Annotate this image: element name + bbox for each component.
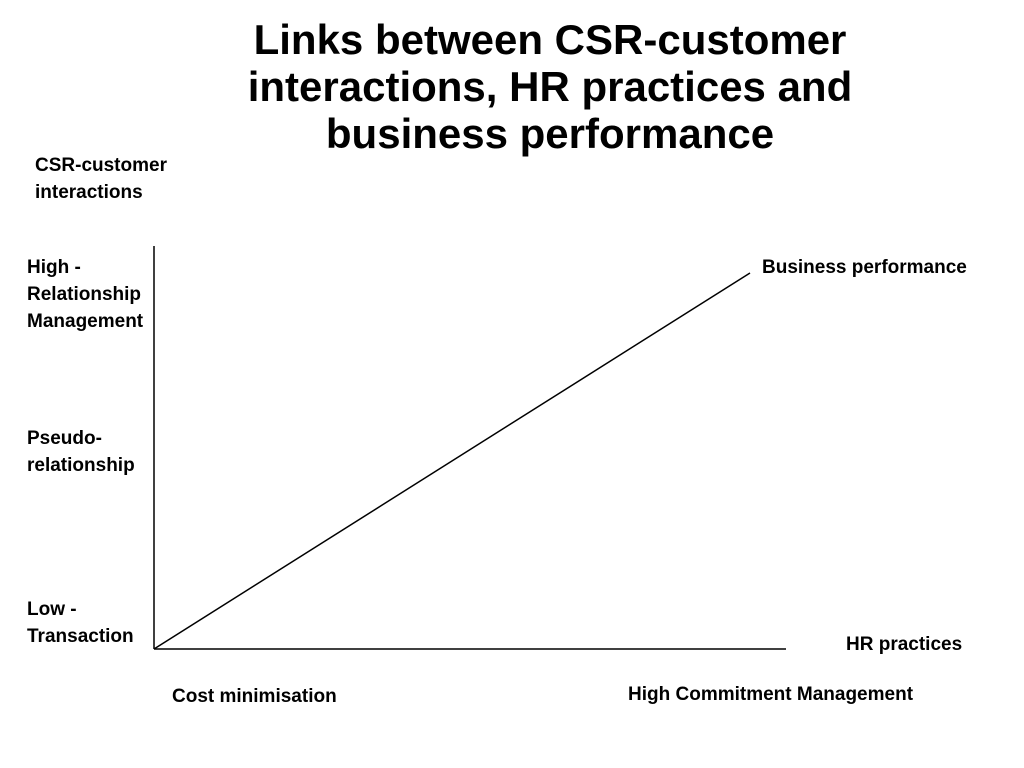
- y-level-high-line3: Management: [27, 311, 144, 332]
- x-axis-title: HR practices: [846, 634, 963, 655]
- x-level-cost-minimisation: Cost minimisation: [172, 686, 337, 707]
- x-level-high-commitment: High Commitment Management: [628, 684, 914, 705]
- y-axis-title: CSR-customer interactions: [35, 152, 167, 206]
- business-performance-line: [153, 272, 751, 650]
- y-level-high-line2: Relationship: [27, 284, 142, 305]
- business-performance-label: Business performance: [762, 257, 967, 278]
- y-level-pseudo-line1: Pseudo-: [27, 428, 102, 449]
- y-axis-title-line1: CSR-customer: [35, 155, 167, 176]
- y-level-pseudo: Pseudo- relationship: [27, 425, 135, 479]
- y-level-pseudo-line2: relationship: [27, 455, 135, 476]
- page-title: Links between CSR-customer interactions,…: [247, 16, 853, 157]
- y-level-low-line2: Transaction: [27, 626, 134, 647]
- y-level-high-line1: High -: [27, 257, 81, 278]
- y-axis-title-line2: interactions: [35, 182, 143, 203]
- y-level-low: Low - Transaction: [27, 596, 134, 650]
- y-level-low-line1: Low -: [27, 599, 77, 620]
- y-level-high: High - Relationship Management: [27, 254, 143, 335]
